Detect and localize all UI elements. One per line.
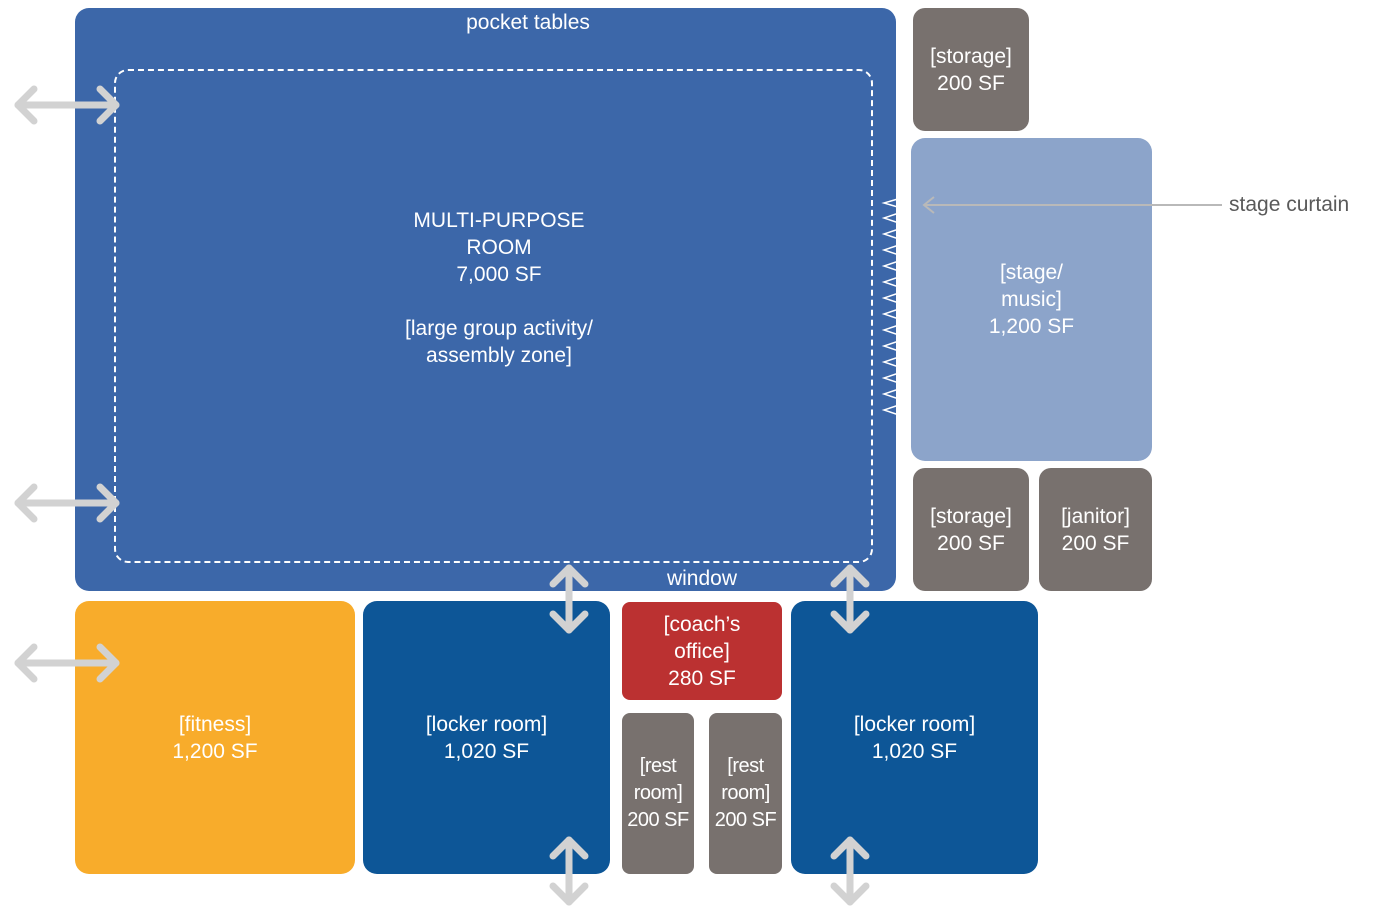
pocket-tables-label: pocket tables	[466, 11, 590, 34]
double-arrow-icon	[830, 836, 870, 906]
double-arrow-icon	[549, 564, 589, 634]
double-arrow-icon	[14, 85, 120, 125]
restroom-left: [rest room] 200 SF	[622, 713, 694, 874]
storage-room-bottom: [storage] 200 SF	[913, 468, 1029, 591]
multipurpose-name-line2: ROOM	[466, 236, 532, 259]
stage-area: 1,200 SF	[988, 315, 1075, 338]
locker-room-right: [locker room] 1,020 SF	[791, 601, 1038, 874]
coach-office-line2: office]	[674, 639, 730, 663]
multipurpose-room	[75, 8, 896, 591]
locker-right-area: 1,020 SF	[871, 739, 958, 763]
coach-office-area: 280 SF	[668, 666, 736, 690]
locker-left-area: 1,020 SF	[443, 739, 530, 763]
restroom-left-area: 200 SF	[627, 809, 689, 831]
janitor-room: [janitor] 200 SF	[1039, 468, 1152, 591]
stage-curtain-pointer-icon	[922, 196, 1222, 214]
multipurpose-name-line1: MULTI-PURPOSE	[413, 209, 585, 232]
restroom-right-line2: room]	[721, 782, 770, 804]
restroom-left-line1: [rest	[639, 755, 677, 777]
locker-room-left: [locker room] 1,020 SF	[363, 601, 610, 874]
restroom-right-line1: [rest	[727, 755, 764, 777]
fitness-label: [fitness]	[178, 712, 252, 736]
double-arrow-icon	[830, 564, 870, 634]
stage-line2: music]	[1001, 288, 1062, 311]
assembly-zone-line1: [large group activity/	[405, 317, 593, 340]
storage-bottom-label: [storage]	[930, 504, 1012, 528]
storage-room-top: [storage] 200 SF	[913, 8, 1029, 131]
window-label: window	[666, 567, 738, 590]
double-arrow-icon	[14, 643, 120, 683]
stage-music-room: [stage/ music] 1,200 SF	[911, 138, 1152, 461]
restroom-right: [rest room] 200 SF	[709, 713, 782, 874]
storage-top-area: 200 SF	[937, 71, 1005, 95]
assembly-zone-outline	[114, 69, 873, 563]
multipurpose-area: 7,000 SF	[456, 263, 542, 286]
fitness-area: 1,200 SF	[172, 739, 258, 763]
storage-bottom-area: 200 SF	[937, 531, 1005, 555]
fitness-room: [fitness] 1,200 SF	[75, 601, 355, 874]
janitor-label: [janitor]	[1061, 504, 1130, 528]
double-arrow-icon	[549, 836, 589, 906]
stage-curtain-label: stage curtain	[1229, 193, 1350, 216]
coach-office: [coach’s office] 280 SF	[622, 602, 782, 700]
stage-line1: [stage/	[999, 261, 1064, 284]
locker-right-label: [locker room]	[853, 712, 976, 736]
storage-top-label: [storage]	[930, 44, 1012, 68]
janitor-area: 200 SF	[1061, 531, 1130, 555]
multipurpose-room-text: MULTI-PURPOSE ROOM 7,000 SF [large group…	[300, 207, 698, 369]
stage-curtain-icon	[881, 195, 911, 419]
assembly-zone-line2: assembly zone]	[426, 344, 572, 367]
restroom-left-line2: room]	[633, 782, 683, 804]
coach-office-line1: [coach’s	[663, 612, 741, 636]
restroom-right-area: 200 SF	[714, 809, 777, 831]
locker-left-label: [locker room]	[425, 712, 548, 736]
double-arrow-icon	[14, 483, 120, 523]
